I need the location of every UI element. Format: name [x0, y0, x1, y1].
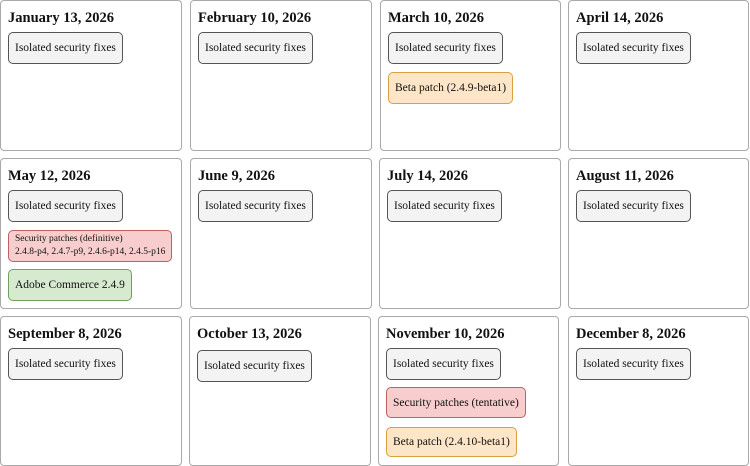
month-date: August 11, 2026	[576, 168, 674, 184]
month-date: June 9, 2026	[198, 168, 275, 184]
month-card-january: January 13, 2026 Isolated security fixes	[0, 0, 182, 151]
isolated-security-fixes-badge: Isolated security fixes	[8, 190, 123, 222]
isolated-security-fixes-badge: Isolated security fixes	[198, 190, 313, 222]
beta-patch-badge: Beta patch (2.4.9-beta1)	[388, 72, 514, 104]
month-date: July 14, 2026	[387, 168, 468, 184]
month-date: September 8, 2026	[8, 326, 122, 342]
month-card-april: April 14, 2026 Isolated security fixes	[568, 0, 749, 151]
month-date: October 13, 2026	[197, 326, 302, 342]
month-card-february: February 10, 2026 Isolated security fixe…	[190, 0, 372, 151]
isolated-security-fixes-badge: Isolated security fixes	[576, 190, 691, 222]
security-patches-badge: Security patches (tentative)	[386, 387, 526, 418]
beta-patch-badge: Beta patch (2.4.10-beta1)	[386, 427, 517, 457]
month-date: February 10, 2026	[198, 10, 312, 26]
isolated-security-fixes-badge: Isolated security fixes	[8, 348, 123, 380]
month-card-august: August 11, 2026 Isolated security fixes	[568, 158, 749, 309]
security-patches-badge: Security patches (definitive) 2.4.8-p4, …	[8, 230, 173, 262]
isolated-security-fixes-badge: Isolated security fixes	[576, 32, 691, 64]
isolated-security-fixes-badge: Isolated security fixes	[198, 32, 313, 64]
security-patches-versions: 2.4.8-p4, 2.4.7-p9, 2.4.6-p14, 2.4.5-p16	[15, 247, 166, 257]
month-date: March 10, 2026	[388, 10, 484, 26]
month-date: May 12, 2026	[8, 168, 91, 184]
month-card-october: October 13, 2026 Isolated security fixes	[189, 316, 371, 466]
month-card-november: November 10, 2026 Isolated security fixe…	[378, 316, 559, 466]
isolated-security-fixes-badge: Isolated security fixes	[387, 190, 502, 222]
month-card-december: December 8, 2026 Isolated security fixes	[568, 316, 749, 466]
month-date: January 13, 2026	[8, 10, 114, 26]
month-date: December 8, 2026	[576, 326, 686, 342]
month-card-september: September 8, 2026 Isolated security fixe…	[0, 316, 182, 466]
isolated-security-fixes-badge: Isolated security fixes	[8, 32, 123, 64]
month-date: April 14, 2026	[576, 10, 664, 26]
month-date: November 10, 2026	[386, 326, 505, 342]
adobe-commerce-release-badge: Adobe Commerce 2.4.9	[8, 269, 132, 301]
security-patches-label: Security patches (definitive)	[15, 234, 123, 244]
month-card-june: June 9, 2026 Isolated security fixes	[190, 158, 372, 309]
isolated-security-fixes-badge: Isolated security fixes	[197, 350, 312, 382]
month-card-july: July 14, 2026 Isolated security fixes	[379, 158, 561, 309]
month-card-march: March 10, 2026 Isolated security fixes B…	[380, 0, 561, 151]
isolated-security-fixes-badge: Isolated security fixes	[388, 32, 503, 64]
isolated-security-fixes-badge: Isolated security fixes	[576, 348, 691, 380]
isolated-security-fixes-badge: Isolated security fixes	[386, 348, 501, 380]
month-card-may: May 12, 2026 Isolated security fixes Sec…	[0, 158, 182, 309]
